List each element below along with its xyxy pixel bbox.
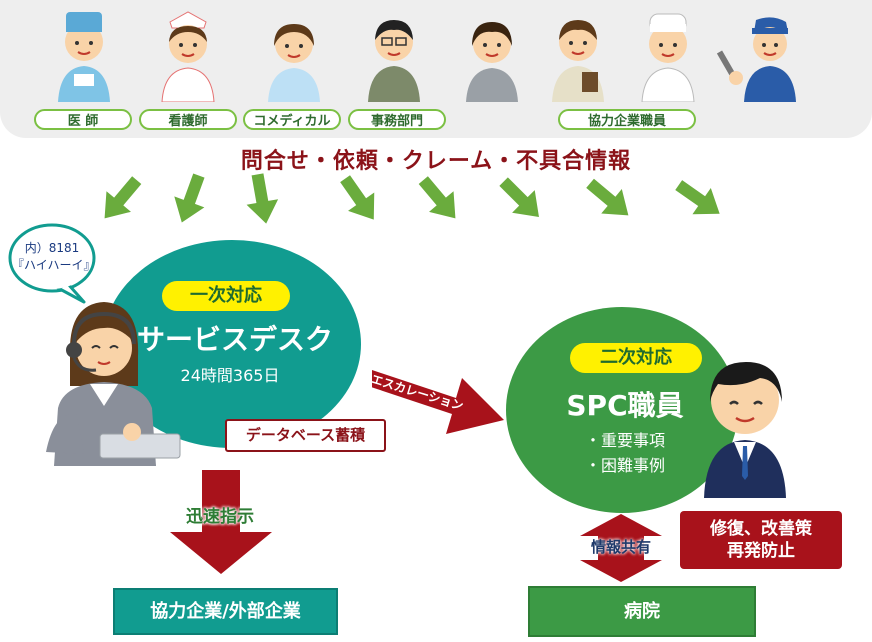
doctor-illustration xyxy=(58,12,110,102)
nurse-illustration xyxy=(161,11,215,102)
second-line-badge: 二次対応 xyxy=(570,343,702,373)
info-sharing-label: 情報共有 xyxy=(590,538,651,556)
service-desk-title: サービスデスク xyxy=(136,323,333,356)
service-desk-hours: 24時間365日 xyxy=(180,366,280,385)
fix-line-repair: 修復、改善策 xyxy=(710,519,812,539)
arrow-5 xyxy=(418,176,456,219)
speech-bubble xyxy=(8,223,96,304)
office-worker-illustration xyxy=(368,20,420,102)
arrow-3 xyxy=(246,173,279,224)
role-partner: 協力企業職員 xyxy=(558,109,696,130)
greeting-text: 『ハイハーイ』 xyxy=(12,258,96,272)
arrow-2 xyxy=(174,173,205,223)
spc-items: ・重要事項 ・困難事例 xyxy=(585,428,705,478)
spc-staff-circle xyxy=(506,307,738,513)
arrow-8 xyxy=(675,180,720,215)
inquiry-heading: 問合せ・依頼・クレーム・不具合情報 xyxy=(240,149,632,174)
spc-item-difficult: ・困難事例 xyxy=(585,456,666,475)
partner-staff-illustration xyxy=(552,20,604,102)
arrow-1 xyxy=(104,176,142,219)
arrow-7 xyxy=(586,178,629,216)
instruction-arrow xyxy=(170,470,272,574)
inflow-arrows xyxy=(104,173,720,224)
first-line-badge: 一次対応 xyxy=(162,281,290,311)
operator-illustration xyxy=(46,302,181,466)
role-comedical: コメディカル xyxy=(243,109,341,130)
role-office: 事務部門 xyxy=(348,109,446,130)
female-staff-illustration xyxy=(466,22,518,102)
escalation-arrow xyxy=(372,370,504,434)
hospital-box: 病院 xyxy=(528,586,756,637)
role-nurse: 看護師 xyxy=(139,109,237,130)
partner-company-box: 協力企業/外部企業 xyxy=(113,588,338,635)
cook-staff-illustration xyxy=(641,13,695,102)
speech-bubble-text: 内）8181 『ハイハーイ』 xyxy=(12,240,96,274)
spc-staff-title: SPC職員 xyxy=(566,389,684,422)
spc-staff-illustration xyxy=(704,362,786,498)
fix-line-prevention: 再発防止 xyxy=(727,541,795,561)
comedical-illustration xyxy=(268,24,320,102)
fix-prevention-box: 修復、改善策 再発防止 xyxy=(680,511,842,569)
arrow-6 xyxy=(499,177,539,217)
spc-item-important: ・重要事項 xyxy=(585,431,666,450)
extension-number: 内）8181 xyxy=(24,241,80,255)
instruction-label: 迅速指示 xyxy=(186,507,254,527)
info-sharing-arrow xyxy=(580,514,662,582)
arrow-4 xyxy=(340,175,375,220)
role-doctor: 医 師 xyxy=(34,109,132,130)
database-box: データベース蓄積 xyxy=(225,419,386,452)
mechanic-illustration xyxy=(716,17,796,102)
